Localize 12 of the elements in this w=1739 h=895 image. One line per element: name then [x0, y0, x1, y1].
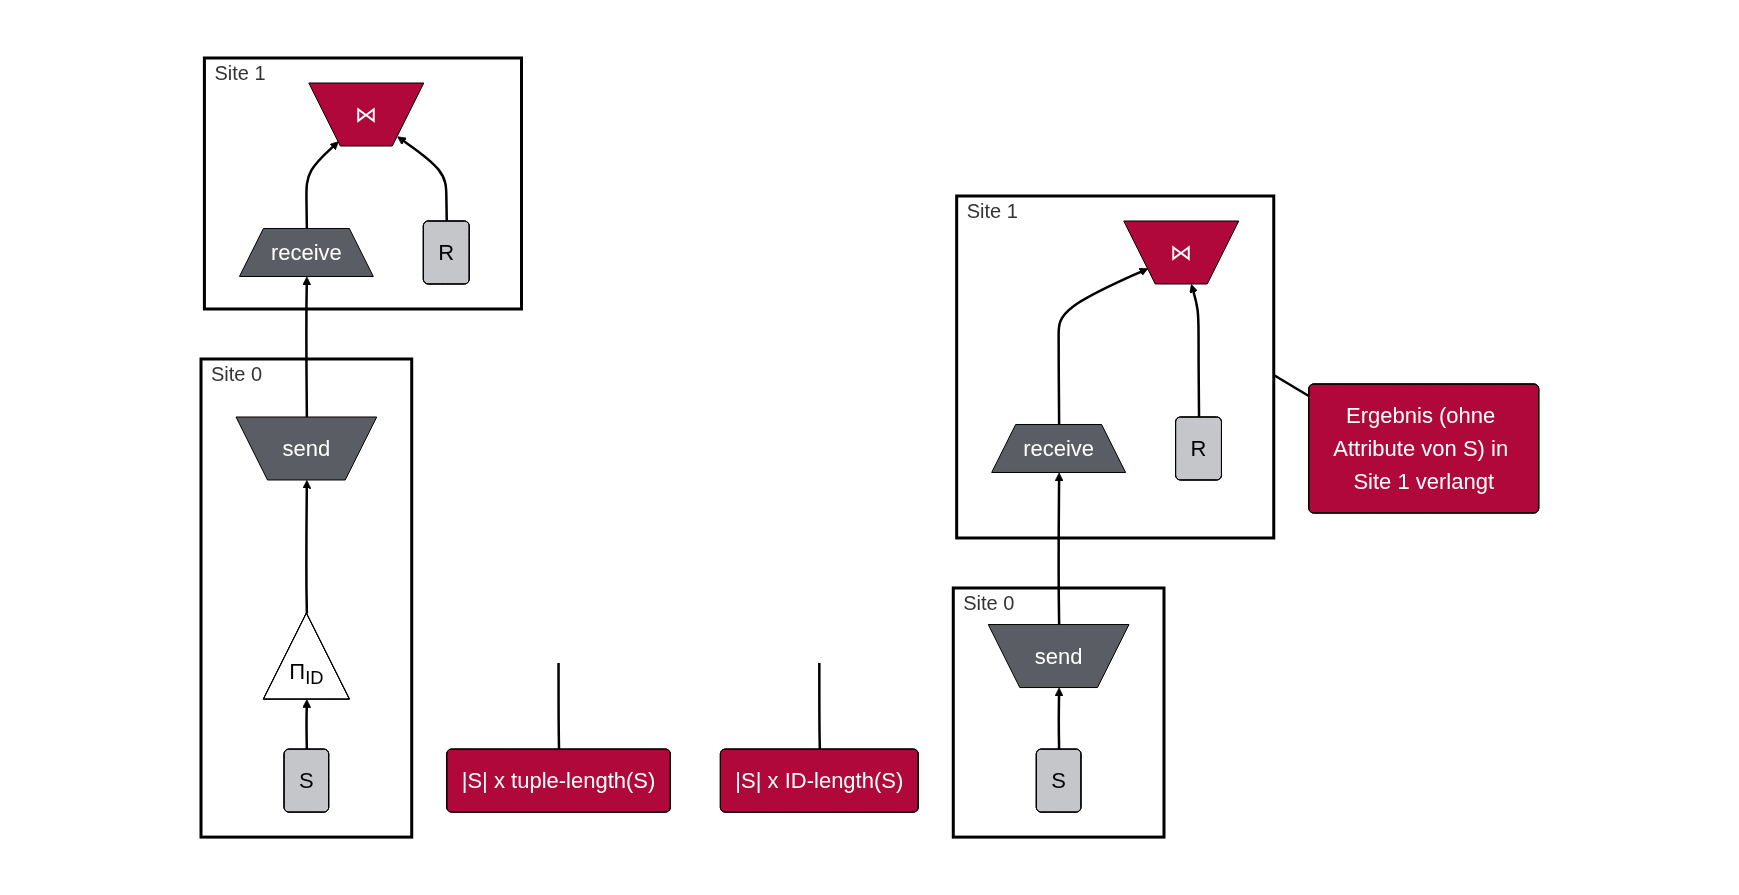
arrow	[396, 136, 448, 222]
arrow	[301, 699, 311, 750]
arrow	[302, 480, 311, 614]
connector	[817, 663, 821, 750]
connector	[556, 663, 560, 750]
arrow	[1054, 687, 1064, 750]
arrow	[1189, 284, 1200, 418]
arrow	[304, 141, 339, 229]
arrow	[1057, 267, 1148, 425]
connector	[1272, 373, 1309, 398]
arrow	[1054, 472, 1064, 625]
arrow	[301, 276, 311, 418]
